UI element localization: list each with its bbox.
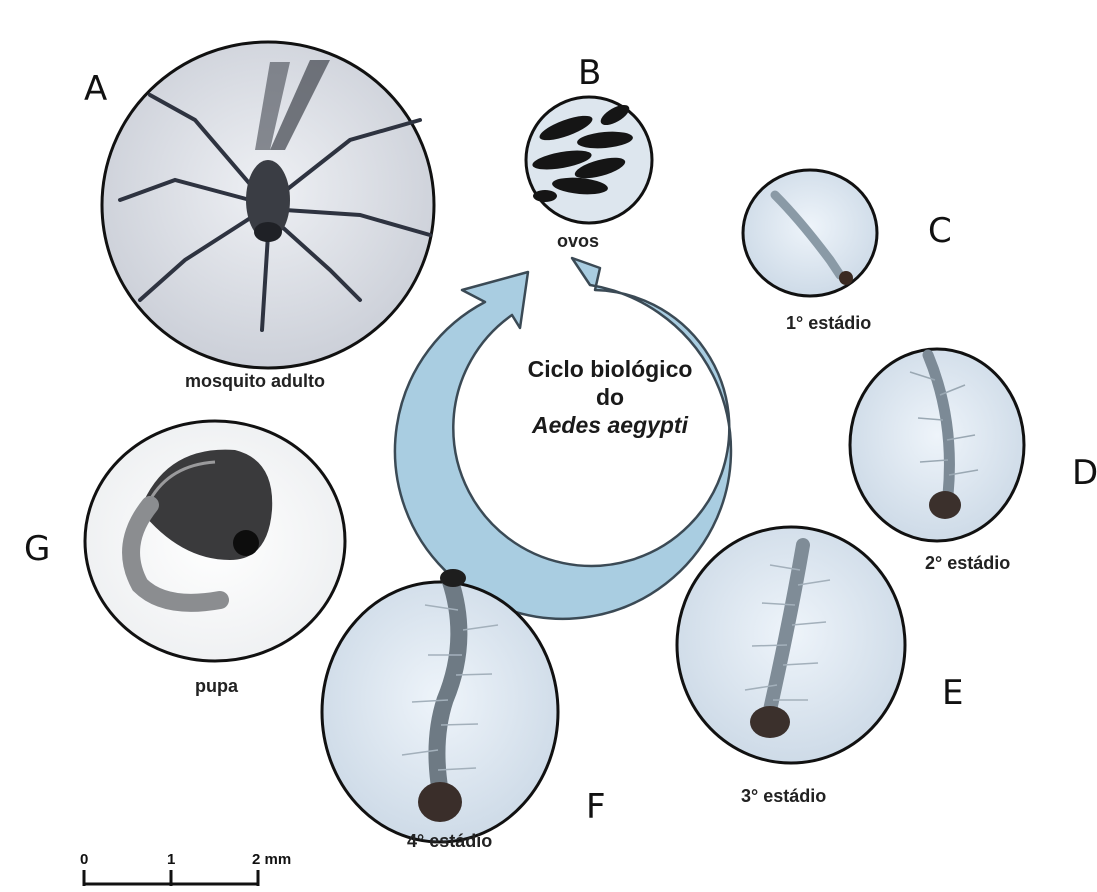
caption-second-instar: 2° estádio — [925, 554, 1010, 572]
third-instar-larva-photo — [677, 527, 905, 763]
caption-fourth-instar: 4° estádio — [407, 832, 492, 850]
caption-eggs: ovos — [557, 232, 599, 250]
second-instar-larva-photo — [850, 349, 1024, 541]
caption-adult: mosquito adulto — [185, 372, 325, 390]
scale-tick-0: 0 — [80, 852, 88, 867]
cycle-title-species: Aedes aegypti — [470, 411, 750, 439]
stage-letter-b: B — [578, 56, 601, 90]
stage-letter-g: G — [24, 532, 50, 566]
scale-bar — [84, 870, 258, 886]
caption-third-instar: 3° estádio — [741, 787, 826, 805]
adult-mosquito-photo — [102, 42, 434, 368]
stage-letter-e: E — [942, 676, 963, 710]
scale-tick-2: 2 mm — [252, 852, 291, 867]
cycle-title-line2: do — [470, 383, 750, 411]
stage-letter-d: D — [1072, 456, 1097, 490]
caption-pupa: pupa — [195, 677, 238, 695]
cycle-title: Ciclo biológico do Aedes aegypti — [470, 355, 750, 439]
caption-first-instar: 1° estádio — [786, 314, 871, 332]
eggs-photo — [526, 97, 652, 223]
pupa-photo — [85, 421, 345, 661]
cycle-title-line1: Ciclo biológico — [470, 355, 750, 383]
first-instar-larva-photo — [743, 170, 877, 296]
stage-letter-a: A — [84, 72, 107, 106]
scale-tick-1: 1 — [167, 852, 175, 867]
stage-letter-f: F — [586, 790, 606, 824]
stage-letter-c: C — [928, 214, 952, 248]
